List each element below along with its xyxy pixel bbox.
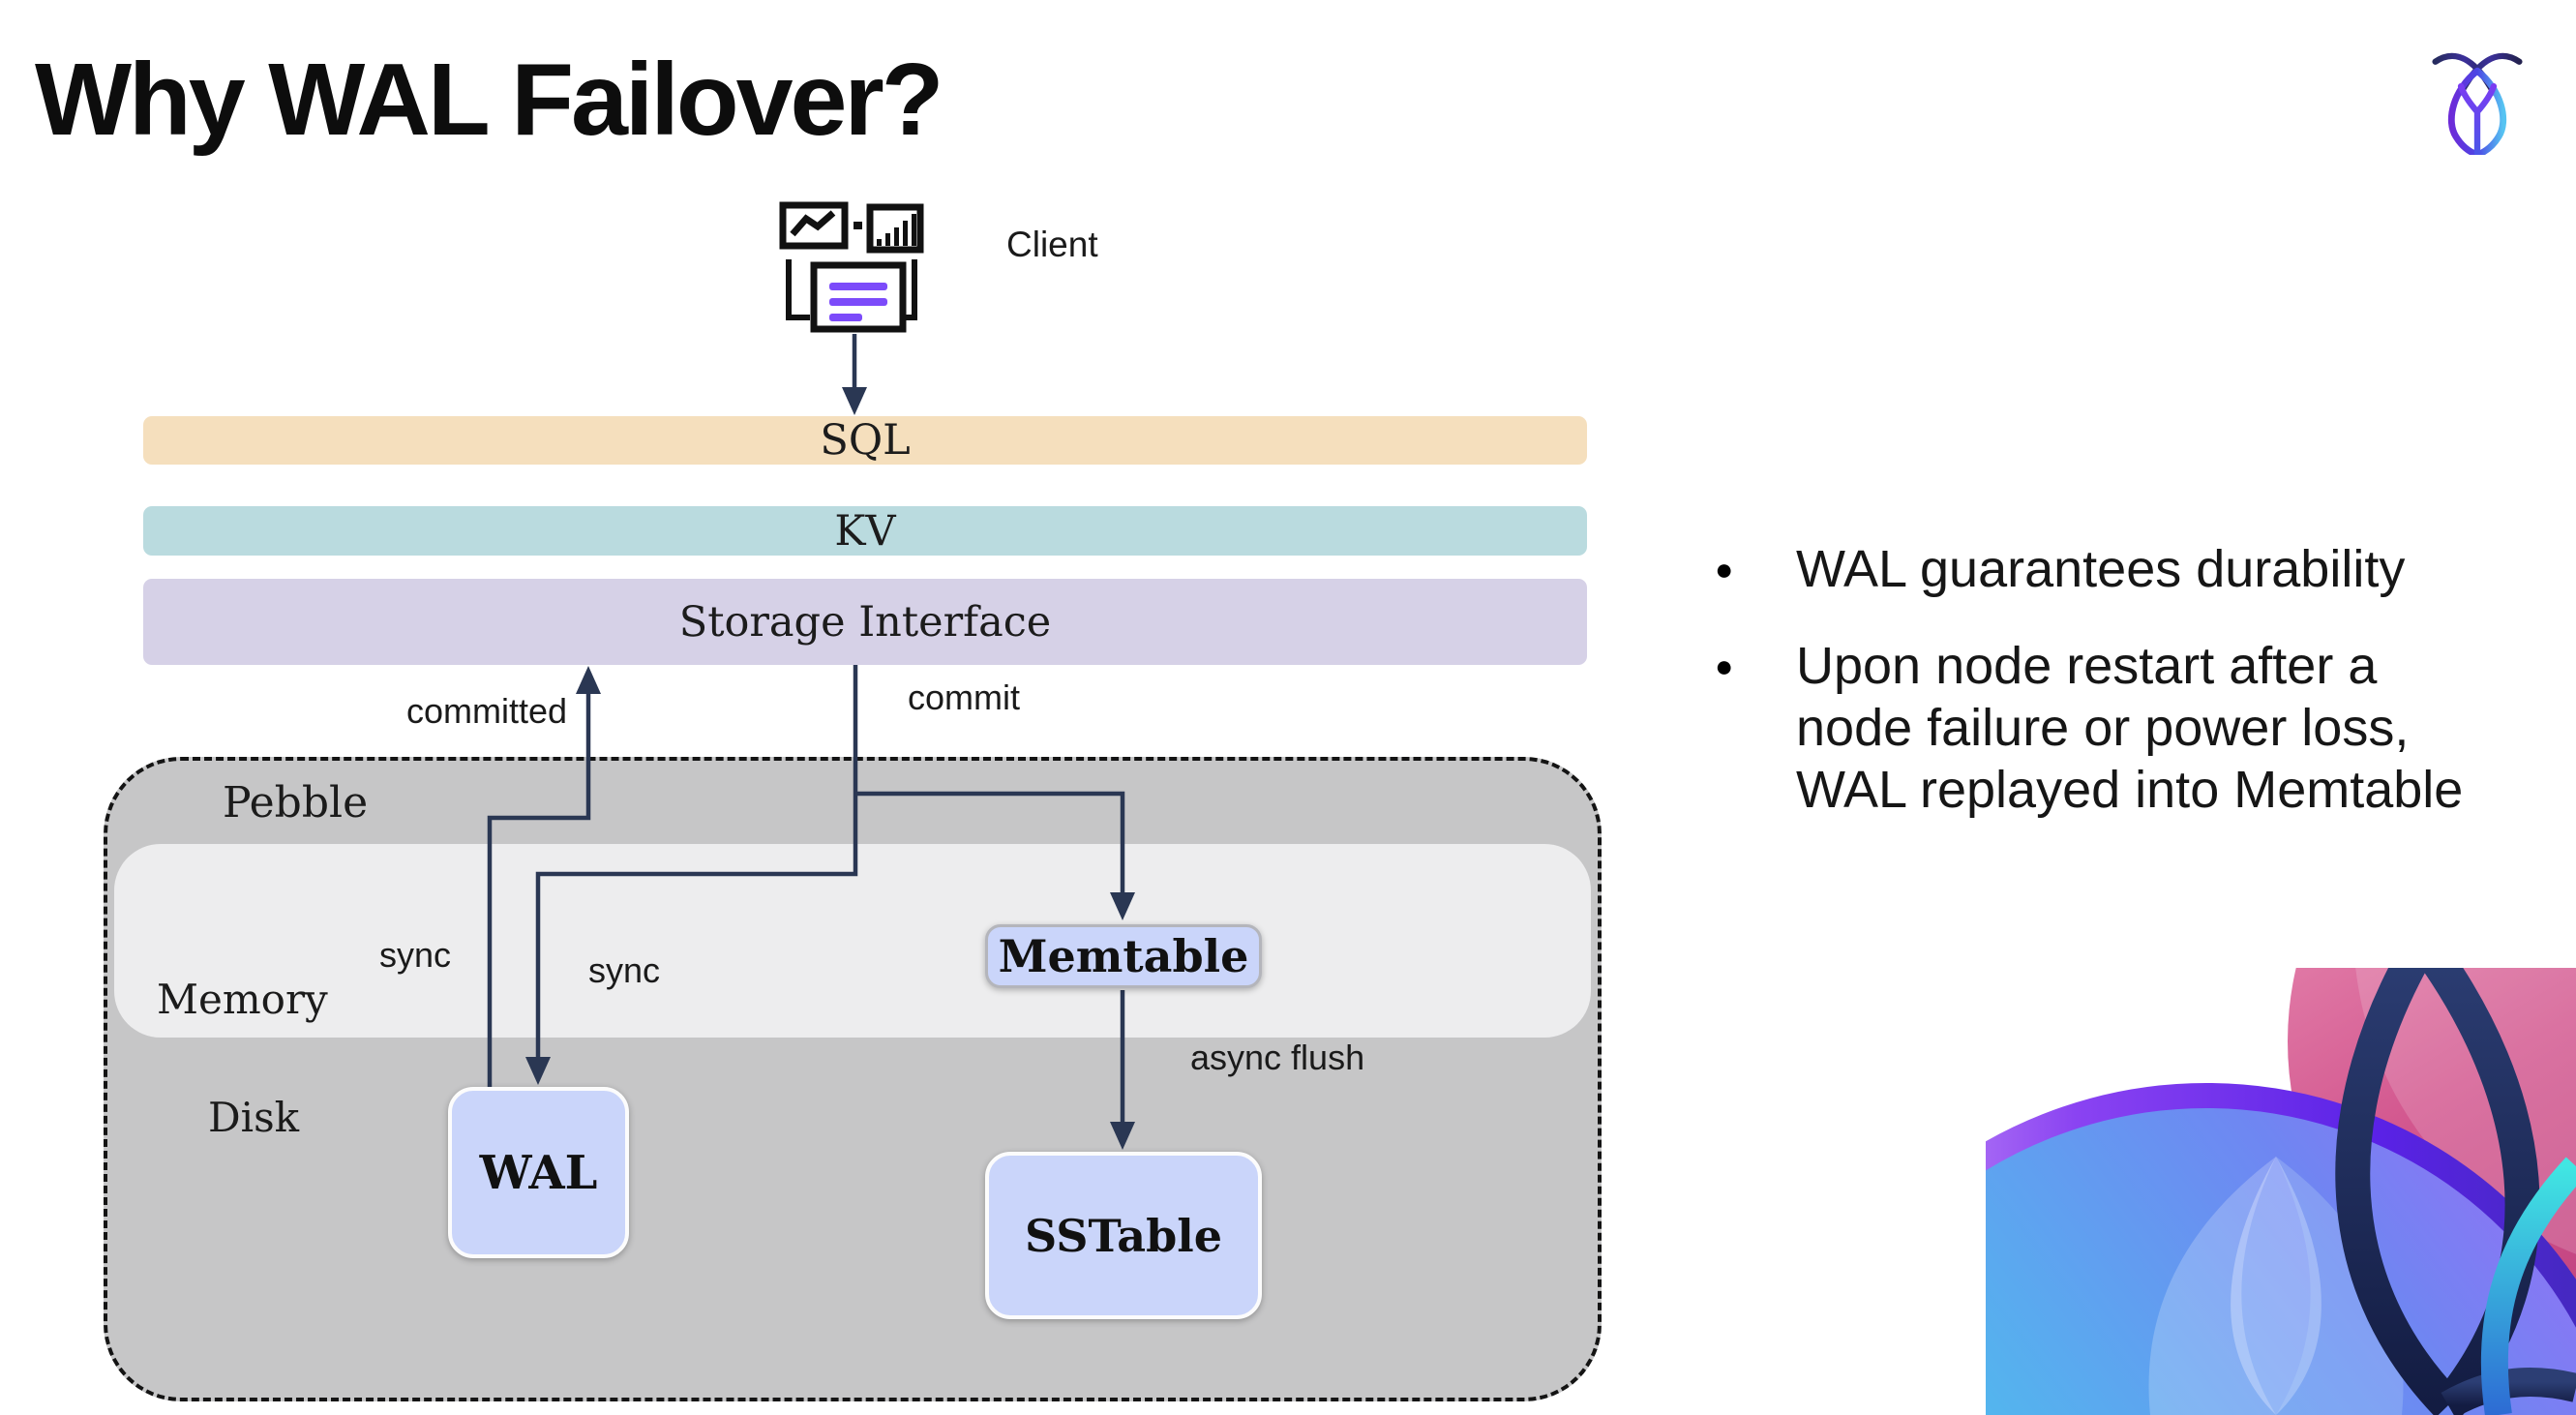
commit-edge-label: commit — [908, 677, 1020, 717]
bullet-dot-icon: ● — [1715, 648, 1734, 683]
bullet-line: Upon node restart after a — [1796, 637, 2378, 695]
client-workstation-icon — [779, 199, 924, 335]
sstable-box: SSTable — [985, 1152, 1262, 1319]
arrowhead-up-committed — [576, 666, 601, 694]
bullet-line: WAL guarantees durability — [1796, 540, 2406, 598]
cockroachdb-logo-icon — [2429, 48, 2526, 155]
bullet-list: ● WAL guarantees durability ● Upon node … — [1707, 538, 2501, 856]
memtable-label: Memtable — [998, 930, 1249, 982]
layer-bar-kv: KV — [143, 506, 1587, 556]
disk-label: Disk — [208, 1094, 300, 1141]
layer-bar-storage-interface: Storage Interface — [143, 579, 1587, 665]
sync-left-edge-label: sync — [379, 935, 452, 975]
committed-edge-label: committed — [406, 691, 568, 731]
bullet-item: ● Upon node restart after a node failure… — [1707, 635, 2501, 821]
bullet-item: ● WAL guarantees durability — [1707, 538, 2501, 600]
sync-right-edge-label: sync — [588, 950, 661, 990]
memtable-box: Memtable — [985, 924, 1262, 988]
layer-bar-sql: SQL — [143, 416, 1587, 465]
page-title: Why WAL Failover? — [35, 43, 944, 157]
sstable-label: SSTable — [1025, 1209, 1222, 1262]
client-label: Client — [1006, 225, 1098, 264]
layer-bar-storage-label: Storage Interface — [678, 597, 1052, 647]
async-flush-edge-label: async flush — [1190, 1038, 1365, 1077]
arrowhead-down-sql — [842, 387, 867, 415]
bullet-line: WAL replayed into Memtable — [1796, 761, 2464, 819]
cockroachdb-brand-graphic — [1986, 968, 2576, 1415]
layer-bar-kv-label: KV — [834, 506, 896, 556]
pebble-label: Pebble — [223, 778, 369, 828]
bullet-line: node failure or power loss, — [1796, 699, 2410, 757]
layer-bar-sql-label: SQL — [820, 416, 911, 465]
wal-box: WAL — [448, 1087, 629, 1258]
memory-label: Memory — [157, 976, 328, 1023]
memory-band — [114, 844, 1591, 1038]
wal-label: WAL — [479, 1145, 598, 1200]
bullet-dot-icon: ● — [1715, 552, 1734, 587]
